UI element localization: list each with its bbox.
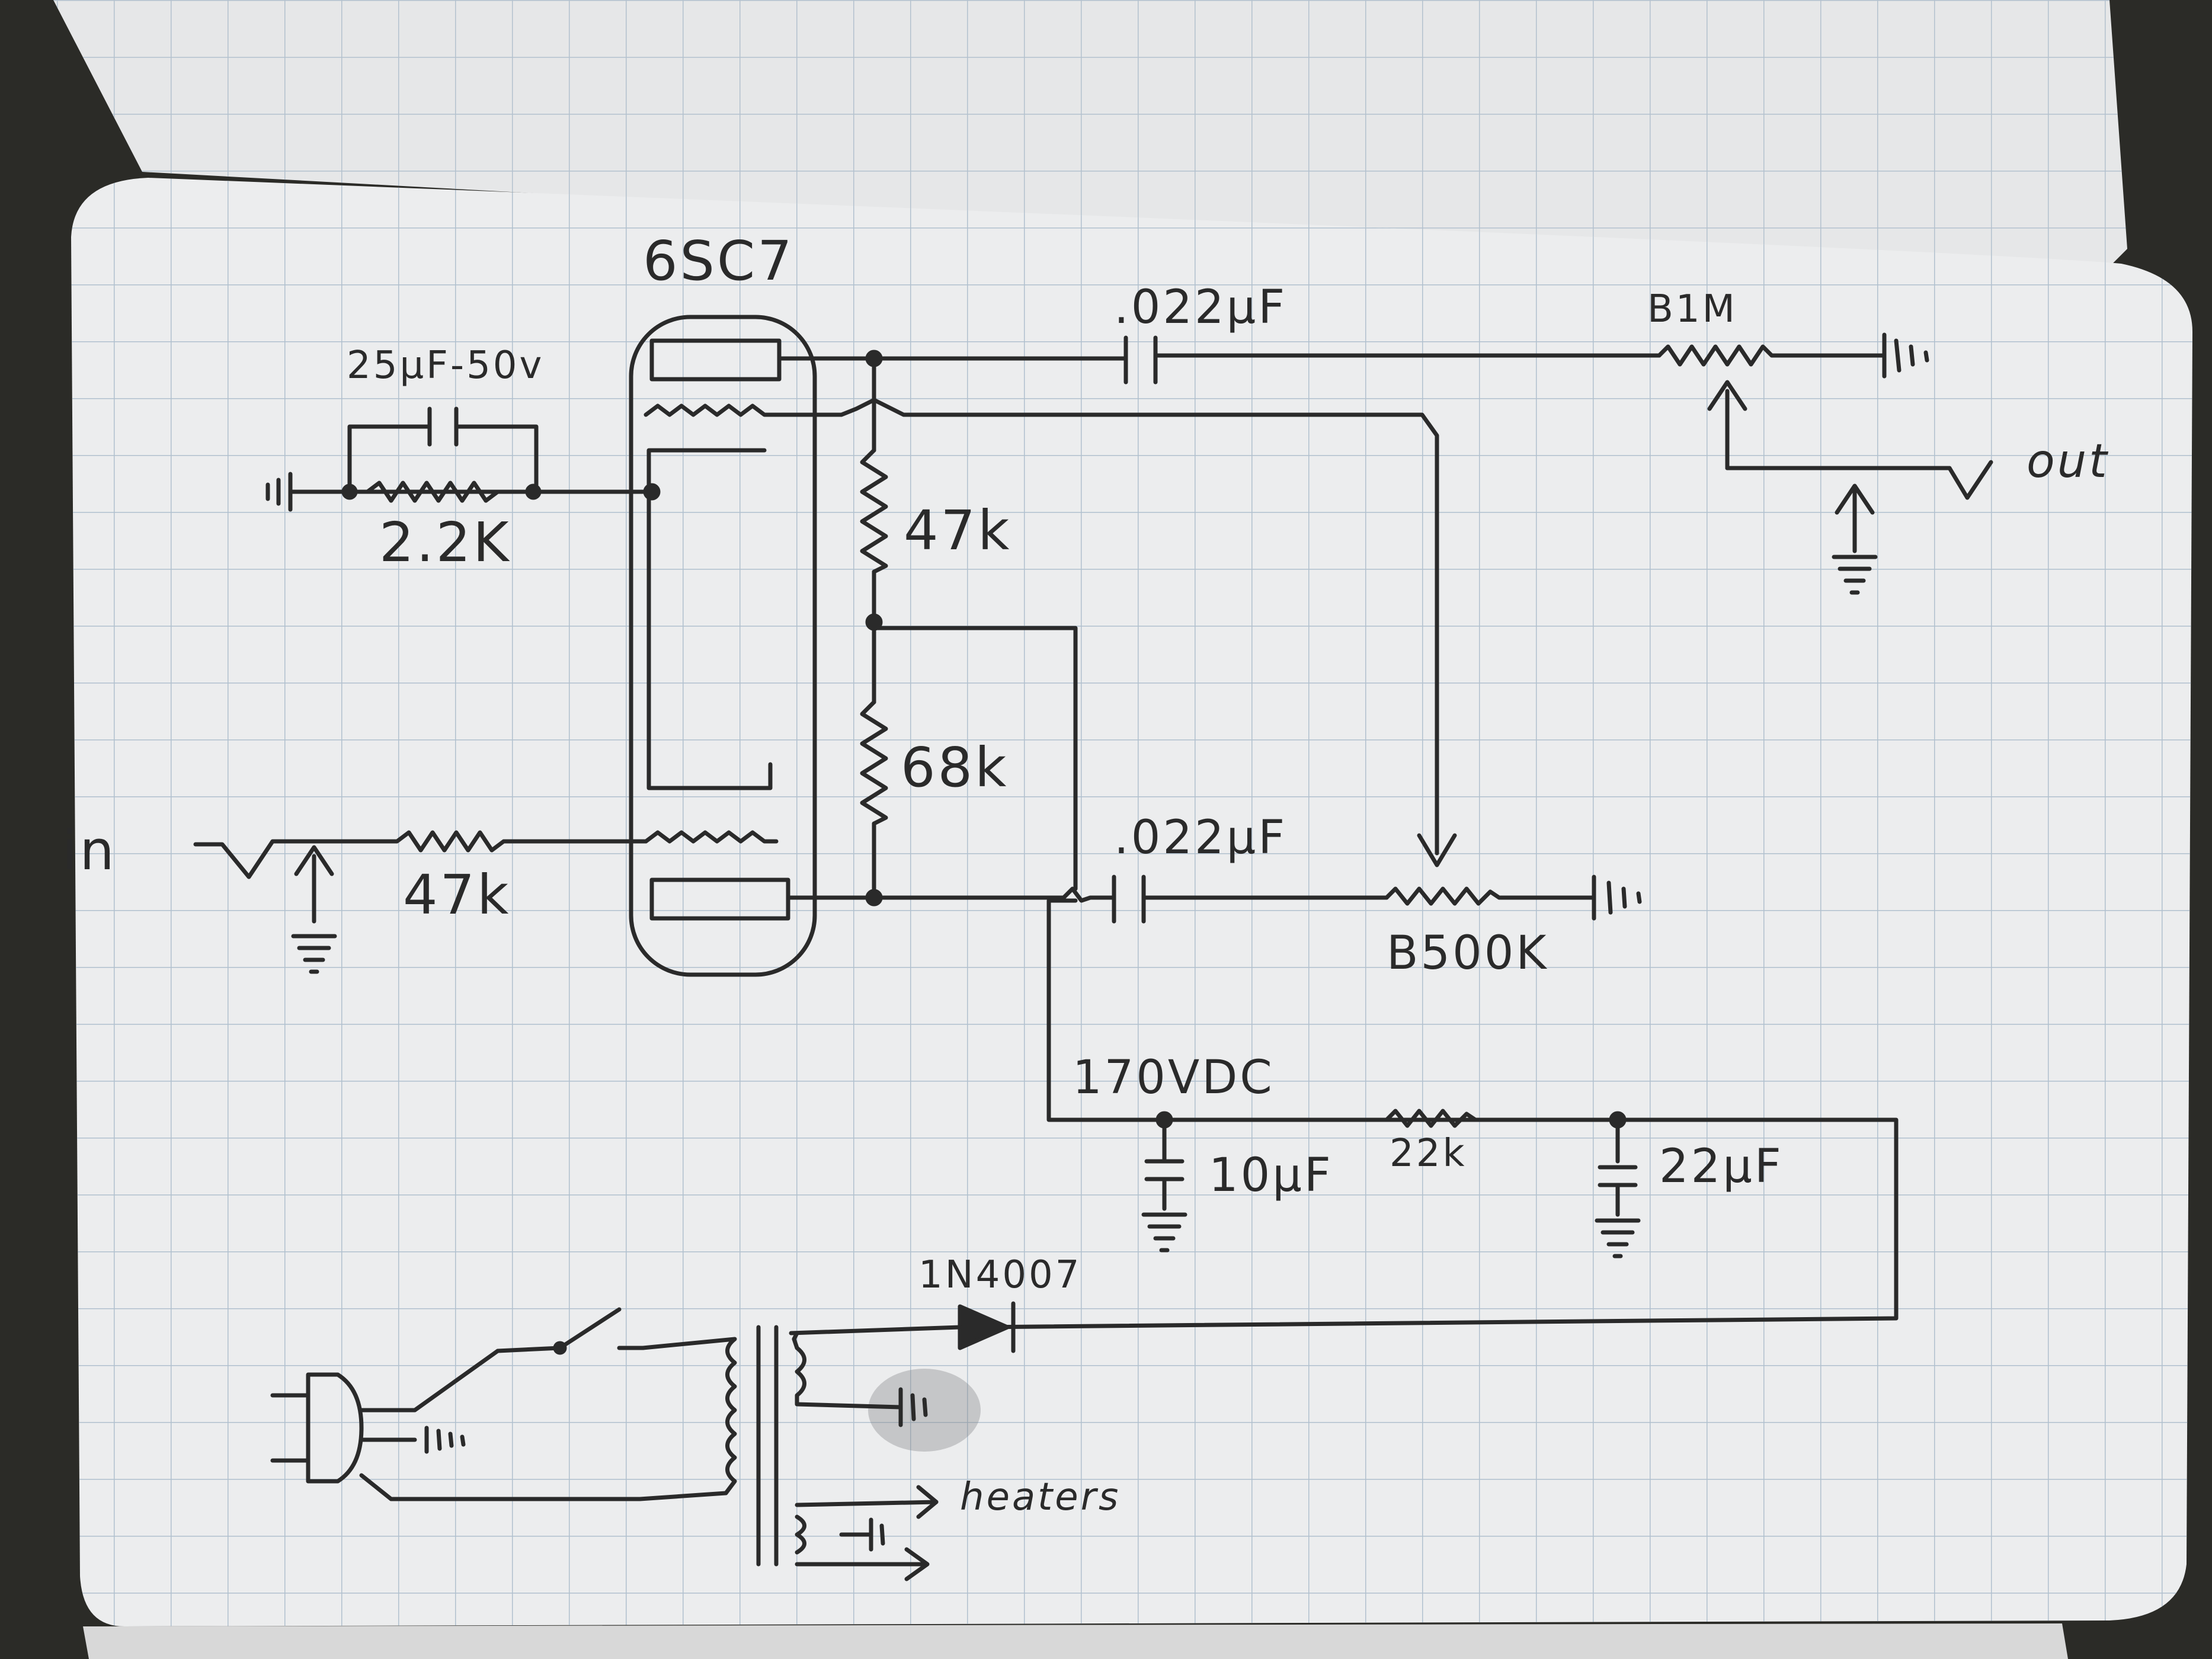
plate-res-top-label: 47k [904,499,1012,562]
plate-res-bottom-label: 68k [901,736,1009,799]
switch-icon [359,1307,645,1413]
pot-bottom-label: B500K [1387,927,1549,980]
coupling-cap-bottom-label: .022µF [1114,811,1288,864]
ground-icon [265,472,322,512]
jack-icon [193,839,382,974]
ac-plug-icon [270,1372,728,1501]
pot-top-label: B1M [1647,287,1737,331]
filter-cap-1-label: 10µF [1209,1149,1333,1202]
capacitor-top [1123,335,1158,385]
grid-res-label: 47k [403,863,511,927]
potentiometer-icon [1657,332,1993,595]
filter-cap-2-label: 22µF [1659,1140,1784,1193]
filter-res-label: 22k [1390,1132,1467,1176]
input-label: in [62,819,117,882]
cathode-res-label: 2.2K [379,511,511,574]
output-label: out [2027,435,2109,488]
coupling-cap-top-label: .022µF [1114,281,1288,334]
diode-icon [789,1301,1016,1353]
supply-voltage-label: 170VDC [1073,1051,1275,1104]
cathode-cap-label: 25µF-50v [347,344,545,387]
diode-label: 1N4007 [918,1253,1082,1297]
transformer-icon [641,1325,939,1581]
tube-label: 6SC7 [643,229,795,293]
heaters-label: heaters [960,1475,1121,1519]
